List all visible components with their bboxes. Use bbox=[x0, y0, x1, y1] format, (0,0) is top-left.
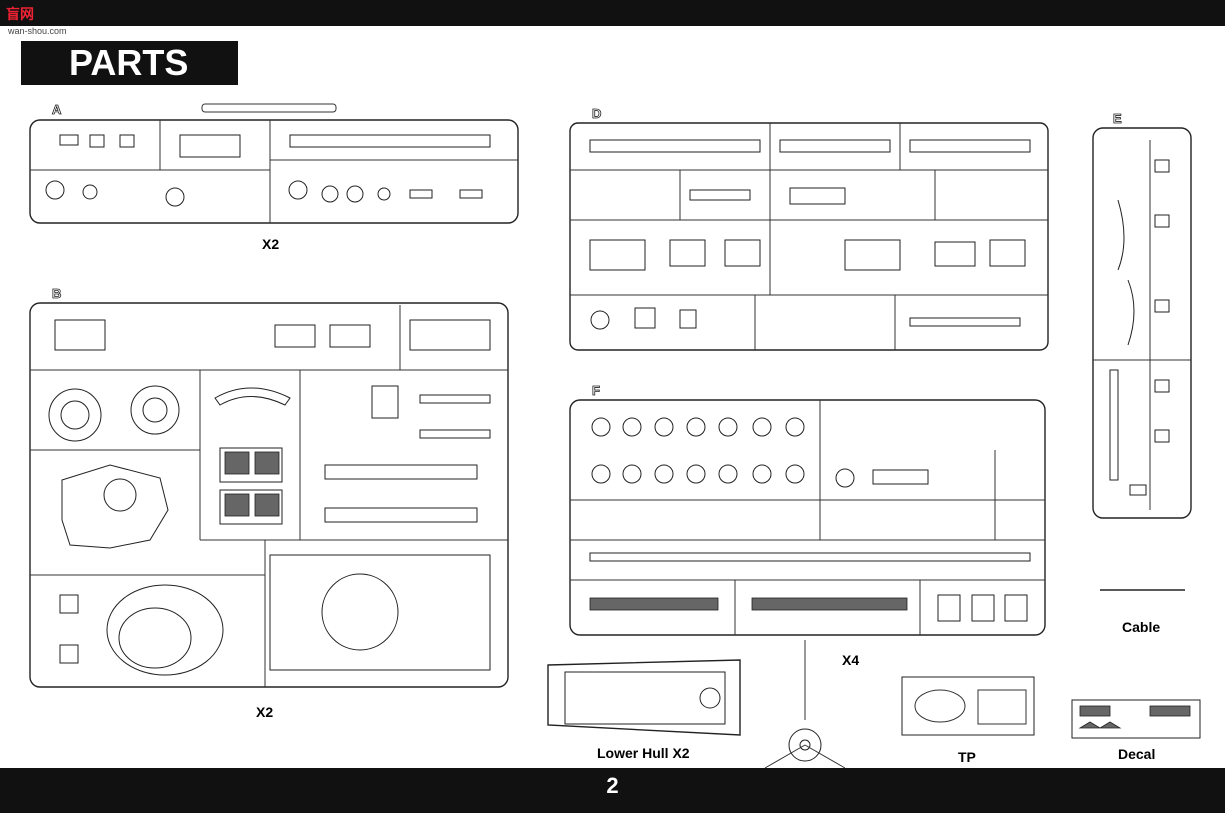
sprue-d-frame bbox=[569, 122, 1049, 351]
cable-label: Cable bbox=[1122, 619, 1161, 635]
sprue-f-frame bbox=[569, 399, 1046, 636]
page-number: 2 bbox=[606, 773, 619, 798]
lower-hull-part bbox=[547, 640, 846, 769]
sprue-d-tag: D bbox=[592, 106, 601, 121]
sprue-e-frame bbox=[1092, 127, 1192, 519]
photo-etch-sheet bbox=[901, 676, 1035, 736]
sprue-b-frame bbox=[29, 302, 509, 688]
lower-hull-label: Lower Hull X2 bbox=[597, 745, 690, 761]
decal-label: Decal bbox=[1118, 746, 1156, 762]
bottom-banner bbox=[0, 768, 1225, 813]
sprue-b-quantity: X2 bbox=[256, 704, 274, 720]
sprue-e-tag: E bbox=[1113, 111, 1122, 126]
tp-label: TP bbox=[958, 749, 976, 765]
sprue-a-quantity: X2 bbox=[262, 236, 280, 252]
sprue-f-quantity: X4 bbox=[842, 652, 860, 668]
page-title: PARTS bbox=[21, 41, 238, 85]
sprue-f-tag: F bbox=[592, 383, 600, 398]
top-banner bbox=[0, 0, 1225, 26]
sprue-b-tag: B bbox=[52, 286, 61, 301]
sprue-a-frame bbox=[29, 103, 519, 224]
decal-sheet bbox=[1071, 699, 1201, 739]
site-logo-url: wan-shou.com bbox=[8, 26, 67, 36]
sprue-a-tag: A bbox=[52, 102, 62, 117]
